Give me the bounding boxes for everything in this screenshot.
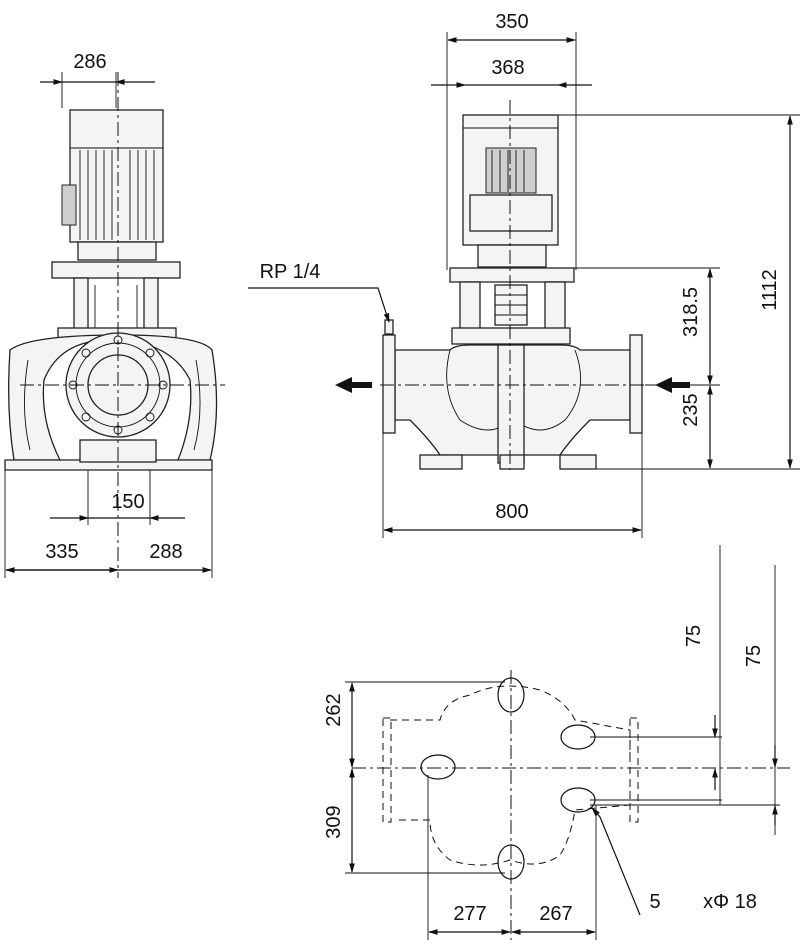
front-stool-leg-left bbox=[73, 277, 89, 331]
label-side-port: RP 1/4 bbox=[260, 261, 321, 283]
dim-front-base-right: 288 bbox=[149, 541, 182, 563]
side-foot-center bbox=[499, 454, 525, 470]
plan-view: 262 309 75 75 277 267 5 xΦ 18 bbox=[323, 545, 790, 940]
side-center-support bbox=[497, 344, 525, 464]
front-stool-leg-right bbox=[143, 277, 159, 331]
flow-outlet-arrow-icon bbox=[335, 377, 372, 393]
dim-side-motor-inner: 368 bbox=[491, 57, 524, 79]
dim-plan-right-inner: 75 bbox=[683, 625, 705, 647]
plan-outline bbox=[390, 685, 631, 866]
side-coupling bbox=[494, 284, 528, 326]
dim-side-height-lower: 235 bbox=[680, 393, 702, 426]
dim-plan-right-outer: 75 bbox=[743, 645, 765, 667]
side-motor-stool-top bbox=[449, 267, 575, 283]
side-foot-right bbox=[559, 454, 597, 470]
front-motor-stool-top bbox=[51, 261, 181, 279]
dim-side-height-upper: 318.5 bbox=[680, 287, 702, 337]
dim-front-top-width: 286 bbox=[73, 51, 106, 73]
side-motor-flange bbox=[477, 244, 547, 268]
front-motor-flange bbox=[77, 241, 157, 261]
plan-holes-leader bbox=[591, 807, 641, 916]
front-terminal-box bbox=[61, 184, 77, 226]
front-motor bbox=[69, 109, 164, 243]
dim-plan-upper: 262 bbox=[323, 693, 345, 726]
dim-plan-bottom-left: 277 bbox=[453, 903, 486, 925]
plan-hole bbox=[560, 787, 596, 813]
dim-plan-bottom-right: 267 bbox=[539, 903, 572, 925]
dim-front-flange: 150 bbox=[111, 491, 144, 513]
plan-hole bbox=[560, 724, 596, 750]
side-stool-leg-right bbox=[544, 281, 566, 331]
side-inlet-flange bbox=[629, 334, 643, 434]
dim-side-motor-outer: 350 bbox=[495, 11, 528, 33]
front-motor-fins bbox=[70, 147, 163, 240]
side-terminal-box bbox=[485, 147, 537, 194]
side-stool-leg-left bbox=[459, 281, 481, 331]
label-plan-holes-spec: xΦ 18 bbox=[703, 891, 757, 913]
side-motor-fins bbox=[463, 127, 558, 192]
side-housing-top bbox=[451, 327, 571, 345]
plan-hole bbox=[420, 754, 456, 780]
side-port-rp bbox=[384, 319, 394, 335]
dim-side-length: 800 bbox=[495, 501, 528, 523]
side-motor-fan bbox=[469, 194, 553, 232]
dim-plan-lower: 309 bbox=[323, 805, 345, 838]
side-view: 350 368 RP 1/4 318.5 235 1112 800 bbox=[248, 11, 800, 538]
dim-side-total-height: 1112 bbox=[759, 269, 781, 311]
side-outlet-flange bbox=[382, 334, 396, 434]
label-plan-holes-count: 5 bbox=[649, 891, 660, 913]
dim-front-base-left: 335 bbox=[45, 541, 78, 563]
side-foot-left bbox=[419, 454, 463, 470]
front-view: 286 150 335 288 bbox=[4, 51, 225, 578]
